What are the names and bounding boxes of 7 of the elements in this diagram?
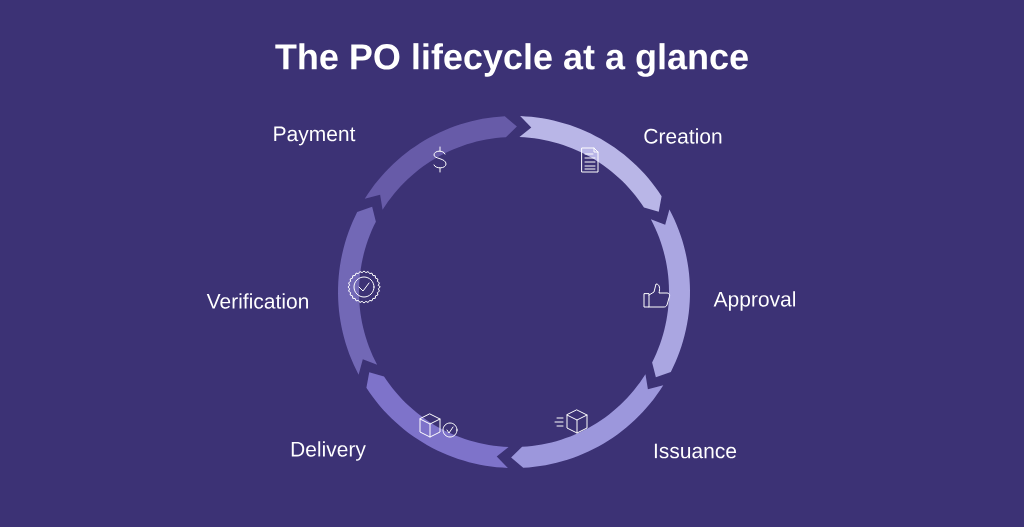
stage-label: Approval: [713, 291, 796, 311]
stage-label: Delivery: [291, 441, 366, 461]
title: The PO lifecycle at a glance: [275, 43, 748, 77]
stage-label: Payment: [274, 126, 356, 146]
stage-label: Verification: [206, 293, 308, 309]
stage-label: Issuance: [654, 443, 737, 459]
stage-label: Creation: [644, 128, 722, 144]
